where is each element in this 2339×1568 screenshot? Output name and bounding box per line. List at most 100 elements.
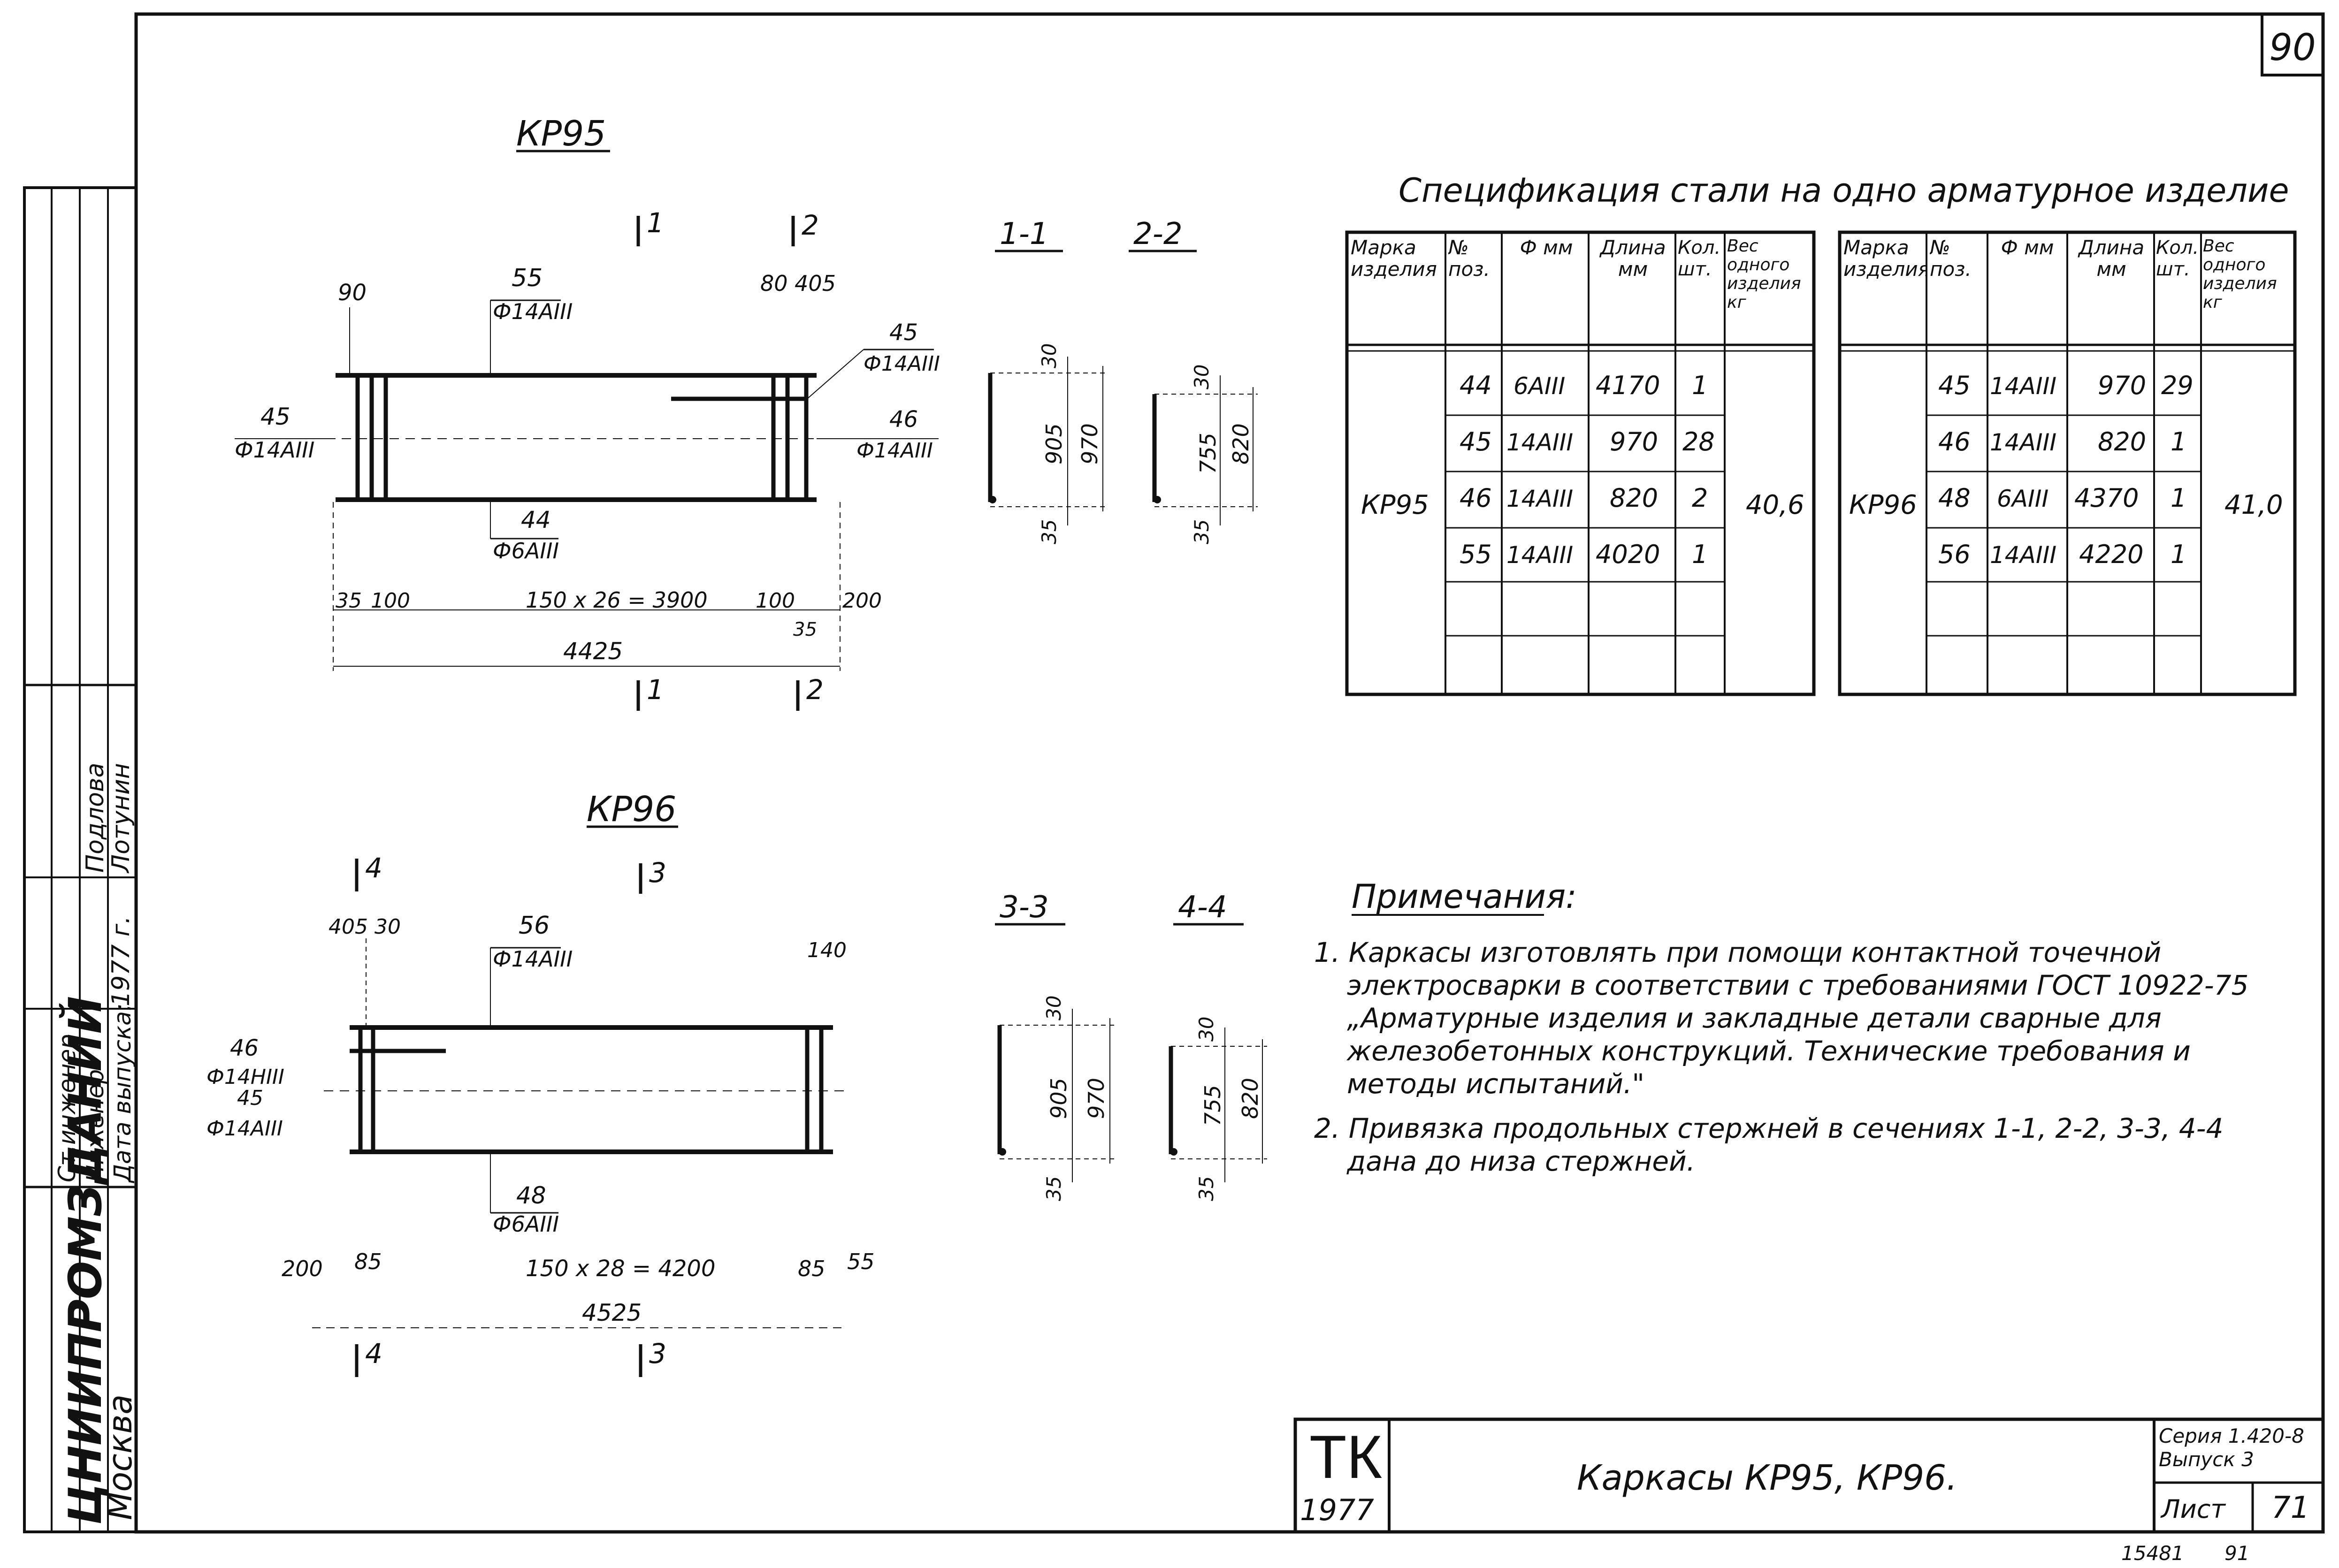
section-3-3-dim-bottom: 35 (1042, 1176, 1065, 1201)
kp95-section-2-top: 2 (802, 209, 819, 241)
spec96-r4-len: 4220 (2079, 540, 2143, 569)
kp96-dim-140: 140 (807, 938, 847, 962)
spec95-r1-dia: 6АIII (1513, 373, 1565, 400)
kp95-pos55-num: 55 (512, 264, 543, 292)
spec96-r4-qty: 1 (2171, 540, 2186, 569)
kp95-dim-35: 35 (336, 589, 362, 613)
spec96-r4-pos: 56 (1938, 540, 1971, 569)
spec96-header-pos: № поз. (1930, 237, 1972, 281)
spec-title: Спецификация стали на одно арматурное из… (1399, 171, 2289, 210)
title-block: ТК 1977 Каркасы КР95, КР96. Серия 1.420-… (1293, 1417, 2325, 1534)
spec95-mark: КР95 (1361, 490, 1429, 520)
spec95-r2-pos: 45 (1460, 427, 1492, 457)
kp96-pos48-spec: Ф6АIII (493, 1211, 559, 1237)
spec95-r4-dia: 14АIII (1506, 541, 1573, 569)
title-block-title: Каркасы КР95, КР96. (1577, 1458, 1957, 1498)
kp96-dim-405-30: 405 30 (329, 915, 401, 939)
kp96-dim-85-right: 85 (798, 1256, 826, 1281)
section-1-1: 1-1 30 905 970 35 (988, 217, 1108, 544)
spec96-header-weight: Вес одного изделия кг (2203, 237, 2277, 312)
kp95-dim-200: 200 (842, 589, 882, 613)
spec95-header-pos: № поз. (1448, 237, 1490, 281)
note-2-line-2: дана до низа стержней. (1346, 1145, 1695, 1177)
kp96-dim-200: 200 (282, 1256, 323, 1281)
notes-title: Примечания: (1352, 877, 1577, 916)
stamp-organization: ЦНИИПРОМЗДАНИЙ (59, 996, 112, 1525)
kp95-section-2-bottom: 2 (806, 674, 824, 706)
spec95-r1-qty: 1 (1692, 371, 1708, 400)
spec96-r2-len: 820 (2098, 427, 2146, 457)
spec95-r2-len: 970 (1610, 427, 1658, 457)
kp96-dim-85-left: 85 (354, 1249, 382, 1274)
spec-table-kp96: Марка изделия № поз. Ф мм Длина мм Кол. … (1838, 230, 2297, 696)
kp95-pos44-num: 44 (521, 506, 551, 533)
section-4-4-dim-inner: 755 (1200, 1085, 1225, 1126)
spec95-r4-qty: 1 (1692, 540, 1708, 569)
spec96-r3-dia: 6АIII (1997, 485, 2049, 512)
spec96-r3-pos: 48 (1938, 483, 1971, 513)
kp96-pos46-num: 46 (230, 1035, 259, 1061)
spec96-r3-len: 4370 (2074, 483, 2139, 513)
notes: Примечания: 1. Каркасы изготовлять при п… (1314, 877, 2248, 1177)
kp96-pos56-num: 56 (519, 912, 550, 940)
spec95-r3-qty: 2 (1692, 483, 1708, 513)
spec95-header-weight: Вес одного изделия кг (1727, 237, 1801, 312)
spec95-r4-pos: 55 (1460, 540, 1492, 569)
spec95-r2-qty: 28 (1682, 427, 1715, 457)
kp95-dim-90: 90 (338, 280, 367, 306)
spec96-header-qty: Кол. шт. (2156, 237, 2199, 280)
kp95-pos45-right-num: 45 (889, 320, 918, 346)
spec95-weight: 40,6 (1746, 490, 1804, 520)
section-4-4-dim-outer: 820 (1238, 1078, 1263, 1119)
spec96-r1-dia: 14АIII (1990, 373, 2056, 400)
stamp-role-2: Инженер (82, 1069, 109, 1182)
section-3-3-label: 3-3 (1000, 890, 1049, 925)
stamp-role-3: Дата выпуска: (109, 1003, 136, 1183)
section-1-1-dim-bottom: 35 (1038, 519, 1061, 544)
title-block-sheet-number: 71 (2271, 1491, 2309, 1525)
spec96-header-length: Длина мм (2078, 237, 2145, 281)
note-2-line-1: 2. Привязка продольных стержней в сечени… (1314, 1112, 2223, 1144)
kp95-title: КР95 (516, 114, 606, 154)
page-number-box (2261, 13, 2324, 76)
section-3-3: 3-3 30 905 970 35 (995, 890, 1115, 1201)
spec95-r1-len: 4170 (1596, 371, 1660, 400)
section-4-4-label: 4-4 (1178, 890, 1227, 925)
kp96-title: КР96 (587, 789, 676, 830)
section-3-3-dim-inner: 905 (1046, 1078, 1071, 1119)
stamp-role-1: Ст.инженер (54, 1034, 81, 1182)
title-block-series: Серия 1.420-8 (2159, 1424, 2304, 1447)
spec95-r2-dia: 14АIII (1506, 429, 1573, 456)
spec95-header-length: Длина мм (1600, 237, 1666, 281)
section-4-4-dim-top: 30 (1195, 1017, 1218, 1042)
kp96-dim-total: 4525 (582, 1299, 642, 1326)
spec95-r4-len: 4020 (1596, 540, 1660, 569)
kp95-pos45-right-spec: Ф14АIII (864, 352, 940, 376)
spec95-r1-pos: 44 (1460, 371, 1492, 400)
kp95-dim-100-right: 100 (756, 589, 795, 613)
section-2-2: 2-2 30 755 820 35 (1129, 217, 1258, 544)
kp95-section-1-bottom: 1 (647, 674, 664, 706)
title-block-sheet-label: Лист (2160, 1494, 2226, 1524)
spec96-r1-pos: 45 (1938, 371, 1971, 400)
kp96-pos45-spec: Ф14АIII (206, 1117, 283, 1141)
kp95-dim-total: 4425 (563, 638, 623, 665)
stamp-name-1: Подлова (81, 763, 109, 873)
kp95-pos45-left-spec: Ф14АIII (235, 437, 314, 463)
kp95-elevation: КР95 1 2 90 55 Ф14АIII 80 405 45 Ф14АIII… (235, 114, 940, 711)
kp96-pos45-num: 45 (237, 1086, 263, 1110)
kp95-section-1-top: 1 (647, 207, 664, 239)
stamp-name-3: 1977 г. (107, 916, 135, 1006)
kp96-pos46-spec: Ф14НIII (206, 1065, 284, 1089)
spec96-r1-len: 970 (2098, 371, 2146, 400)
kp96-section-3-top: 3 (649, 857, 666, 889)
section-2-2-dim-bottom: 35 (1190, 519, 1213, 544)
spec96-r4-dia: 14АIII (1990, 541, 2056, 569)
section-1-1-dim-outer: 970 (1077, 423, 1102, 464)
spec96-r1-qty: 29 (2161, 371, 2194, 400)
spec95-header-qty: Кол. шт. (1678, 237, 1721, 280)
spec96-weight: 41,0 (2224, 490, 2283, 520)
section-4-4-dim-bottom: 35 (1195, 1176, 1218, 1201)
kp95-pos46-num: 46 (889, 406, 918, 433)
section-2-2-label: 2-2 (1133, 217, 1183, 251)
